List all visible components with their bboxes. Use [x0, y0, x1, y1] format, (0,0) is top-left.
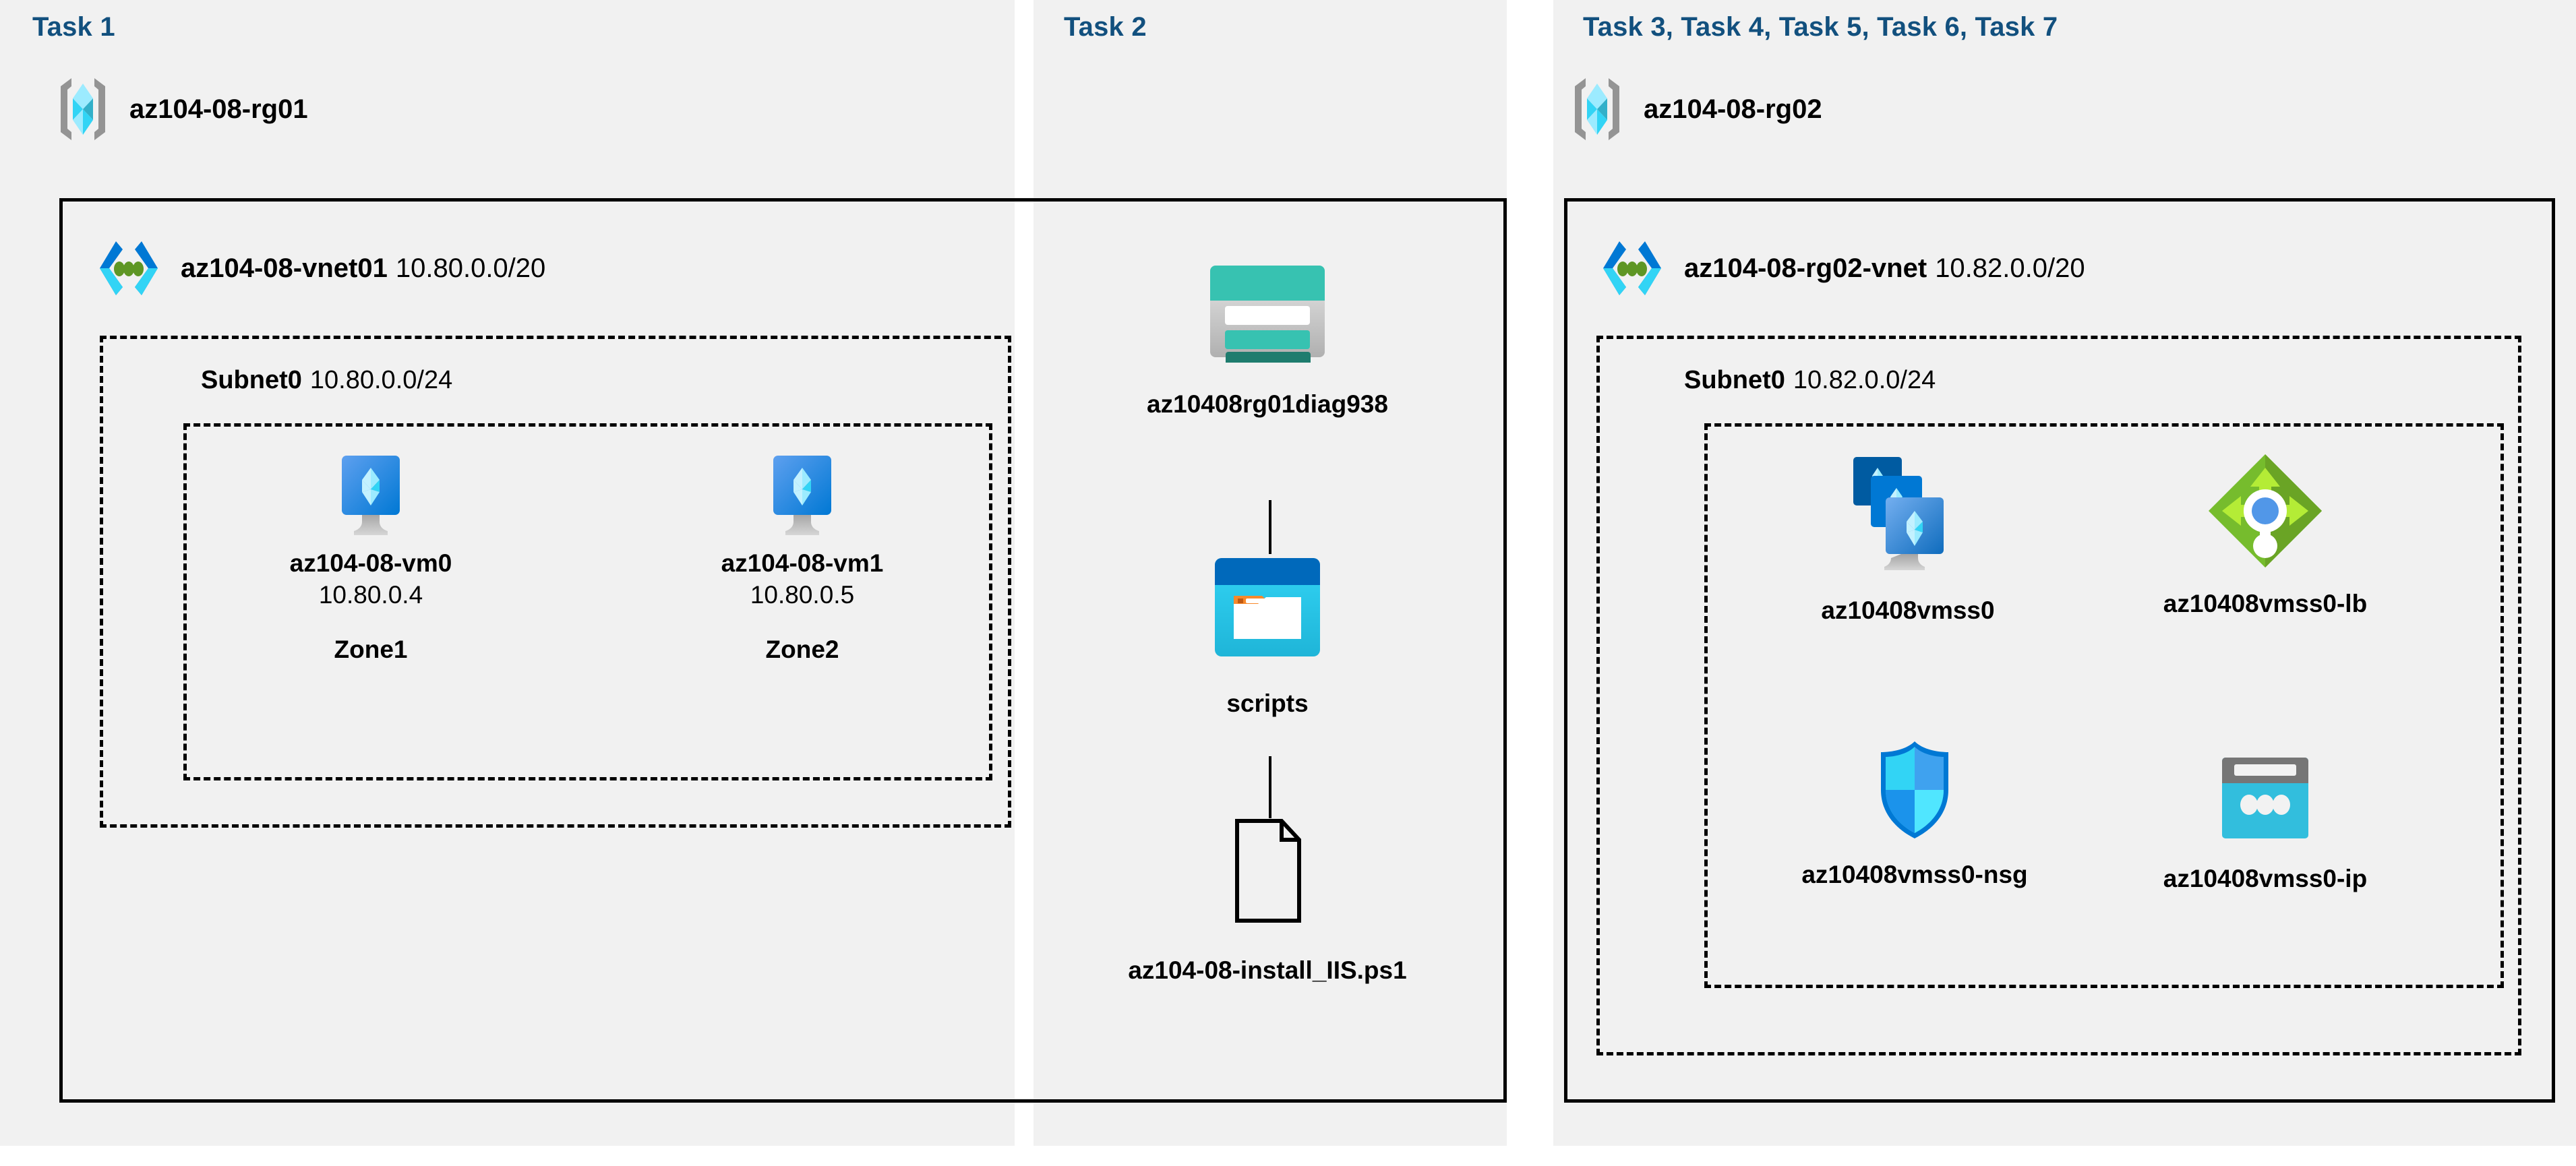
task3-subnet-name: Subnet0 — [1684, 366, 1785, 394]
task1-vnet-cidr: 10.80.0.0/20 — [395, 253, 546, 283]
connector-container-to-file — [1269, 756, 1271, 818]
storage-account-icon — [1205, 262, 1330, 361]
connector-storage-to-container — [1269, 500, 1271, 554]
task1-vnet-name: az104-08-vnet01 — [181, 253, 388, 283]
storage-account-label: az10408rg01diag938 — [1147, 390, 1388, 418]
vm-node-0[interactable]: az104-08-vm0 10.80.0.4 Zone1 — [270, 453, 472, 664]
vm-node-0-zone: Zone1 — [334, 636, 408, 664]
vm-node-1-zone: Zone2 — [765, 636, 839, 664]
task3-subnet-header: Subnet0 10.82.0.0/24 — [1684, 366, 1936, 395]
task1-subnet-box — [100, 336, 1011, 828]
vmss-node[interactable]: az10408vmss0 — [1793, 453, 2023, 626]
task3-resources-box — [1704, 423, 2504, 988]
task1-title: Task 1 — [32, 12, 115, 42]
blob-container-icon — [1212, 555, 1323, 666]
file-icon — [1224, 817, 1311, 925]
task3-title: Task 3, Task 4, Task 5, Task 6, Task 7 — [1583, 12, 2058, 42]
load-balancer-node[interactable]: az10408vmss0-lb — [2144, 450, 2387, 619]
virtual-network-icon — [93, 237, 164, 299]
vm-node-1-label: az104-08-vm1 — [721, 549, 884, 577]
vm-node-1-ip: 10.80.0.5 — [750, 581, 855, 609]
task1-subnet-cidr: 10.80.0.0/24 — [309, 366, 453, 394]
blob-container-node[interactable]: scripts — [1214, 555, 1321, 719]
task3-resource-group: az104-08-rg02 — [1568, 75, 1822, 143]
task3-vnet-header: az104-08-rg02-vnet 10.82.0.0/20 — [1596, 237, 2085, 299]
public-ip-address-icon — [2217, 755, 2314, 844]
task1-rg-label: az104-08-rg01 — [129, 94, 308, 124]
task3-rg-label: az104-08-rg02 — [1644, 94, 1822, 124]
task1-subnet-name: Subnet0 — [201, 366, 302, 394]
task2-title: Task 2 — [1064, 12, 1147, 42]
resource-group-icon — [1568, 75, 1626, 143]
virtual-machine-icon — [762, 453, 842, 536]
blob-container-label: scripts — [1226, 689, 1309, 717]
file-node[interactable]: az104-08-install_IIS.ps1 — [1128, 817, 1407, 986]
task3-vnet-box — [1564, 198, 2555, 1103]
task1-resource-group: az104-08-rg01 — [54, 75, 308, 143]
nsg-node[interactable]: az10408vmss0-nsg — [1793, 739, 2036, 890]
public-ip-node[interactable]: az10408vmss0-ip — [2144, 755, 2387, 894]
task3-subnet-cidr: 10.82.0.0/24 — [1793, 366, 1936, 394]
file-label: az104-08-install_IIS.ps1 — [1128, 956, 1407, 984]
load-balancer-label: az10408vmss0-lb — [2163, 590, 2368, 617]
virtual-machine-icon — [331, 453, 411, 536]
vm-node-1[interactable]: az104-08-vm1 10.80.0.5 Zone2 — [701, 453, 903, 664]
vm-node-0-ip: 10.80.0.4 — [318, 581, 423, 609]
storage-account-node[interactable]: az10408rg01diag938 — [1147, 262, 1388, 420]
task1-panel — [0, 0, 1015, 1146]
resource-group-icon — [54, 75, 112, 143]
vmss-label: az10408vmss0 — [1821, 596, 1995, 624]
task3-vnet-cidr: 10.82.0.0/20 — [1935, 253, 2085, 283]
task3-vnet-name: az104-08-rg02-vnet — [1684, 253, 1927, 283]
task1-vm-group-box — [183, 423, 992, 780]
task3-panel — [1553, 0, 2576, 1146]
public-ip-label: az10408vmss0-ip — [2163, 865, 2368, 892]
load-balancer-icon — [2205, 450, 2326, 572]
storage-account-icon-detail — [1226, 352, 1311, 363]
network-security-group-icon — [1871, 739, 1958, 841]
virtual-network-icon — [1596, 237, 1668, 299]
task1-vnet-box — [59, 198, 1507, 1103]
task3-subnet-box — [1596, 336, 2521, 1055]
vm-scale-set-icon — [1844, 453, 1972, 581]
nsg-label: az10408vmss0-nsg — [1801, 861, 2028, 888]
vm-node-0-label: az104-08-vm0 — [289, 549, 452, 577]
